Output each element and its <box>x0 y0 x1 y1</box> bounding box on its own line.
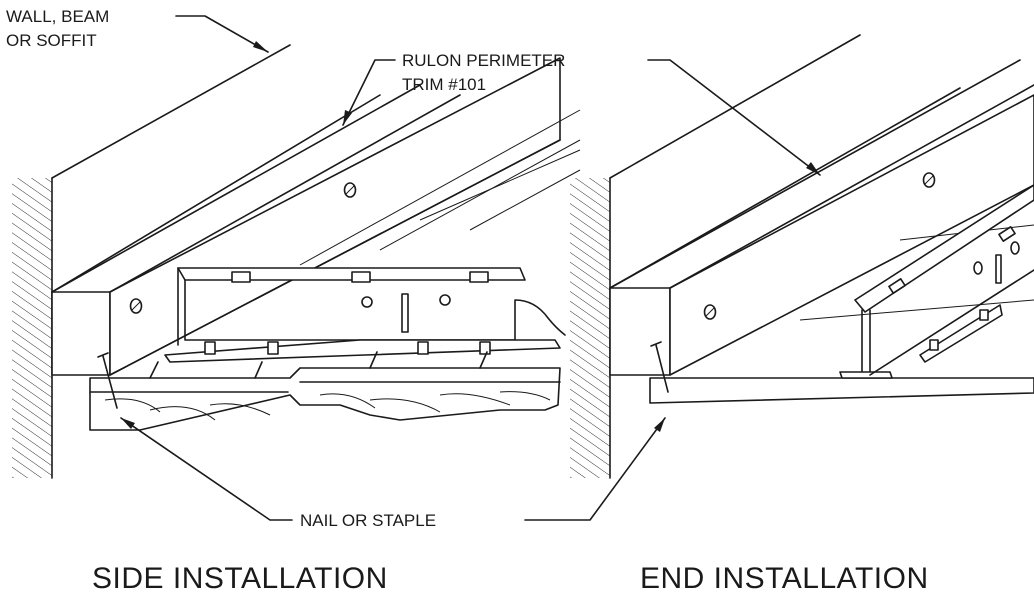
trim-label-arrowhead-right <box>806 162 820 175</box>
end-trim-top-back <box>609 59 1021 289</box>
side-rail-slot-3 <box>469 271 489 283</box>
side-clip-4 <box>479 341 491 355</box>
side-trim-top-back <box>51 84 421 293</box>
side-wood-grain <box>104 391 551 421</box>
trim-label-leader-left <box>342 59 396 126</box>
side-carrier-rail <box>164 267 566 363</box>
side-clip-3 <box>417 341 429 355</box>
wall-label-leader <box>175 15 269 53</box>
nail-label-arrowhead-left <box>121 418 135 429</box>
side-panel-line-2 <box>379 139 581 251</box>
end-screw-1-slot <box>705 307 715 317</box>
end-installation-drawing <box>570 34 1034 479</box>
end-screw-2-slot <box>924 175 934 185</box>
side-panel-line-4 <box>469 169 581 231</box>
end-rail-slot-2 <box>998 226 1016 242</box>
side-board-groove-2 <box>254 361 263 379</box>
end-clip-1 <box>929 339 939 351</box>
end-clip-2 <box>979 309 989 321</box>
side-nail-shank <box>102 355 118 409</box>
trim-label-arrowhead-left <box>343 110 352 125</box>
side-clip-1 <box>204 341 216 355</box>
end-rail-foot <box>839 371 893 379</box>
rulon-trim-label-line1: RULON PERIMETER <box>402 51 566 70</box>
side-rail-slot-vertical <box>401 293 409 333</box>
side-nail-head <box>97 352 109 358</box>
side-board-groove-1 <box>149 361 159 379</box>
end-nail-head <box>650 341 662 347</box>
side-nail <box>97 352 118 409</box>
end-wall-hatch <box>570 178 610 478</box>
end-installation-title: END INSTALLATION <box>640 562 929 595</box>
leader-lines <box>120 15 821 521</box>
end-trim-face <box>669 94 1034 376</box>
end-rail-bottom <box>869 269 1034 376</box>
end-rail-slot-vertical <box>995 254 1002 284</box>
end-soffit-edge-top <box>609 34 861 179</box>
side-soffit-edge-top <box>51 44 291 179</box>
side-rail-slot-2 <box>351 271 371 283</box>
side-board-outline <box>89 367 561 431</box>
end-nail-shank <box>655 344 669 393</box>
end-panel-line-1 <box>799 299 1034 321</box>
side-board-groove-3 <box>369 351 378 369</box>
nail-or-staple-label: NAIL OR STAPLE <box>300 511 437 530</box>
end-clip-bracket <box>919 304 1003 363</box>
end-nail <box>650 341 669 393</box>
wall-label-arrowhead <box>253 41 268 52</box>
side-panel-line-1 <box>299 109 581 266</box>
side-rail-slot-1 <box>231 271 251 283</box>
end-carrier-rail <box>839 184 1034 379</box>
nail-label-arrowhead-right <box>654 418 665 432</box>
side-screw-1-slot <box>131 301 141 311</box>
end-trim-top-front <box>669 84 1034 289</box>
side-wood-boards <box>89 351 561 431</box>
side-installation-drawing <box>12 44 581 479</box>
side-screw-2-slot <box>345 185 355 195</box>
nail-label-leader-left <box>120 417 293 521</box>
wall-beam-soffit-label-line2: OR SOFFIT <box>6 31 97 50</box>
side-wall-hatch <box>12 178 52 478</box>
nail-label-leader-right <box>524 417 666 521</box>
side-rail-flange <box>164 339 561 363</box>
side-installation-title: SIDE INSTALLATION <box>92 562 388 595</box>
side-board-groove-4 <box>479 351 488 369</box>
side-panel-line-3 <box>419 149 581 221</box>
wall-beam-soffit-label-line1: WALL, BEAM <box>6 7 110 26</box>
rulon-trim-label-line2: TRIM #101 <box>402 75 487 94</box>
side-rail-hole-2 <box>439 294 451 306</box>
end-rail-hole-1 <box>973 261 983 275</box>
side-clip-2 <box>267 341 279 355</box>
side-rail-hole-1 <box>361 296 373 308</box>
side-trim-end-face <box>51 291 111 376</box>
end-ceiling-board <box>649 377 1034 404</box>
trim-label-leader-right <box>647 59 821 176</box>
side-rail-web <box>184 279 566 341</box>
side-trim-top-front <box>109 94 461 293</box>
end-rail-hole-2 <box>1010 241 1020 255</box>
side-soffit-edge-mid <box>51 94 381 293</box>
end-rail-slot-1 <box>888 278 906 294</box>
